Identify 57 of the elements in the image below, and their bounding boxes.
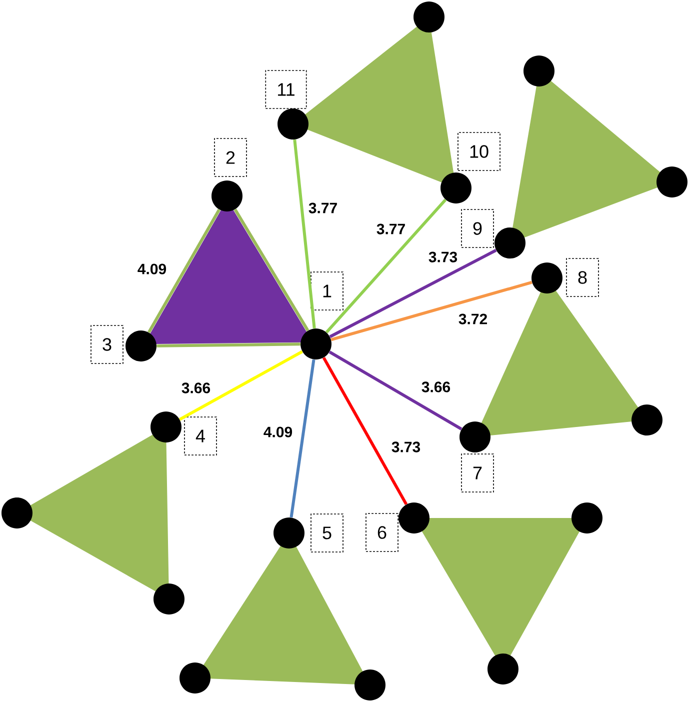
dot: [2, 498, 32, 528]
edge-label: 3.66: [182, 382, 210, 394]
connector-line: [329, 248, 497, 338]
number-box: 1: [310, 272, 344, 310]
dot: [278, 108, 308, 140]
dot: [126, 330, 156, 362]
connector-line: [156, 342, 300, 348]
edge-label: 4.09: [138, 264, 166, 274]
triangle: [304, 26, 454, 182]
connector-line: [234, 208, 310, 332]
dot: [460, 422, 490, 452]
number-box: 11: [265, 70, 307, 109]
number-box: 7: [461, 454, 494, 492]
connector-line: [148, 208, 220, 334]
dot: [150, 412, 182, 442]
connector-line: [179, 350, 303, 421]
number-box: 4: [184, 416, 217, 456]
dot: [414, 2, 444, 32]
dot: [572, 502, 602, 534]
dot: [154, 584, 184, 614]
dot: [494, 228, 526, 258]
dot: [440, 172, 472, 204]
connector-line: [290, 359, 316, 518]
connector-line: [322, 356, 408, 506]
number-box: 9: [461, 209, 494, 248]
number-box: 2: [214, 138, 247, 177]
connector-line: [328, 350, 462, 430]
dot: [656, 166, 688, 198]
dot: [632, 404, 662, 436]
dot: [212, 180, 242, 212]
dot: [300, 328, 332, 360]
edge-label: 3.72: [458, 314, 487, 324]
edge-label: 3.73: [428, 252, 458, 262]
number-box: 8: [566, 258, 599, 297]
edge-label: 3.77: [376, 224, 405, 234]
number-box: 6: [366, 513, 398, 552]
number-box: 3: [90, 325, 124, 364]
edge-label: 3.66: [422, 382, 450, 392]
dot: [354, 670, 386, 700]
edge-label: 3.73: [392, 442, 420, 452]
triangle: [422, 518, 580, 656]
triangle: [203, 546, 363, 684]
dot: [180, 662, 210, 694]
triangle: [30, 434, 169, 592]
edge-label: 3.77: [308, 202, 337, 214]
triangle: [512, 80, 660, 238]
dot: [532, 262, 562, 294]
dot: [524, 56, 554, 86]
connector-line: [330, 280, 532, 342]
dot: [274, 518, 304, 548]
number-box: 5: [310, 514, 344, 552]
dot: [488, 654, 518, 684]
dot: [398, 502, 430, 534]
number-box: 10: [458, 132, 500, 171]
connector-line: [325, 198, 447, 334]
edge-label: 4.09: [264, 426, 292, 438]
connector-line: [293, 139, 316, 329]
